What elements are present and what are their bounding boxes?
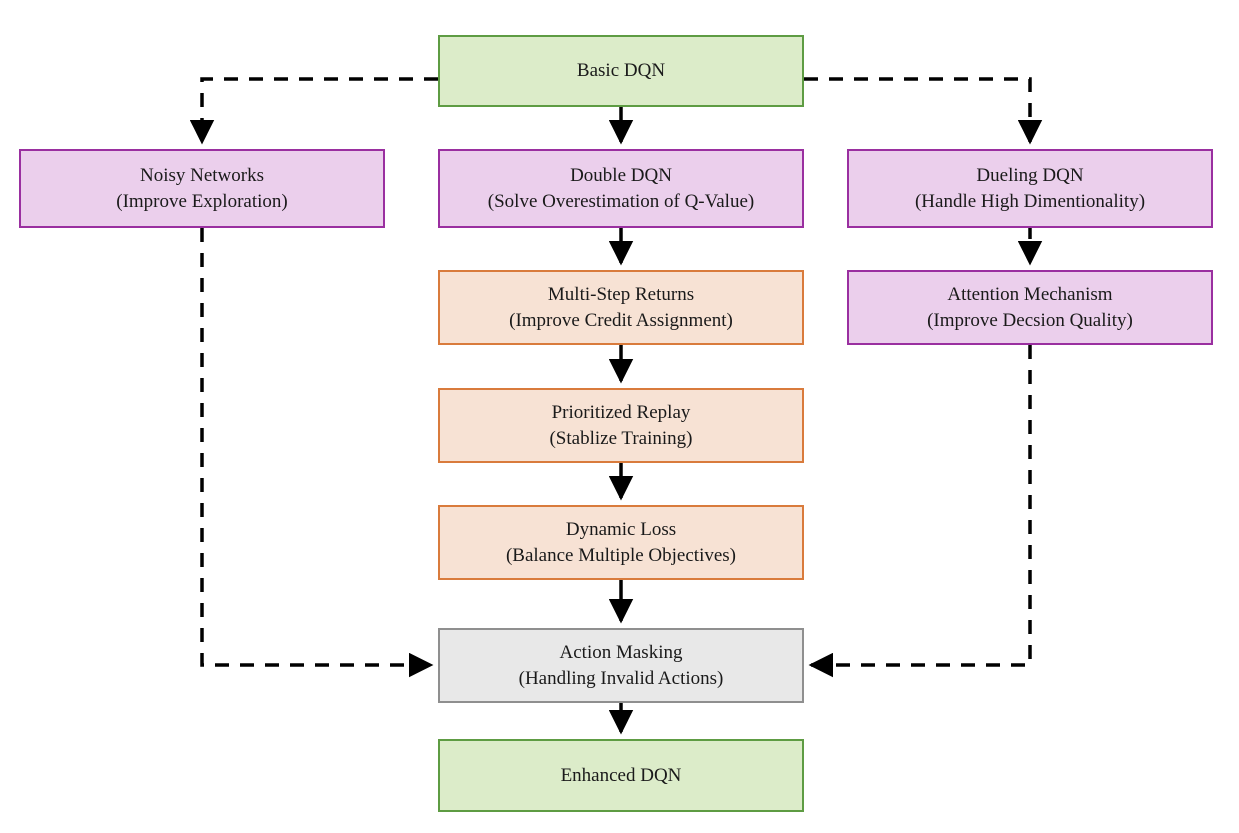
node-prioritized-replay[interactable]: Prioritized Replay (Stablize Training) bbox=[438, 388, 804, 463]
node-attention-mechanism[interactable]: Attention Mechanism (Improve Decsion Qua… bbox=[847, 270, 1213, 345]
node-action-masking-subtitle: (Handling Invalid Actions) bbox=[518, 667, 724, 689]
node-multi-step-returns-title: Multi-Step Returns bbox=[547, 284, 695, 306]
node-double-dqn[interactable]: Double DQN (Solve Overestimation of Q-Va… bbox=[438, 149, 804, 228]
node-dynamic-loss-title: Dynamic Loss bbox=[565, 519, 677, 541]
node-action-masking[interactable]: Action Masking (Handling Invalid Actions… bbox=[438, 628, 804, 703]
edge-basic-to-dueling bbox=[804, 77, 1043, 145]
node-action-masking-title: Action Masking bbox=[559, 642, 683, 664]
node-noisy-networks-subtitle: (Improve Exploration) bbox=[116, 190, 288, 212]
node-noisy-networks-title: Noisy Networks bbox=[139, 165, 265, 187]
node-multi-step-returns[interactable]: Multi-Step Returns (Improve Credit Assig… bbox=[438, 270, 804, 345]
node-double-dqn-subtitle: (Solve Overestimation of Q-Value) bbox=[487, 190, 755, 212]
node-attention-mechanism-subtitle: (Improve Decsion Quality) bbox=[927, 309, 1133, 331]
node-basic-dqn[interactable]: Basic DQN bbox=[438, 35, 804, 107]
node-multi-step-returns-subtitle: (Improve Credit Assignment) bbox=[509, 309, 733, 331]
node-dynamic-loss-subtitle: (Balance Multiple Objectives) bbox=[505, 544, 737, 566]
node-dynamic-loss[interactable]: Dynamic Loss (Balance Multiple Objective… bbox=[438, 505, 804, 580]
node-dueling-dqn[interactable]: Dueling DQN (Handle High Dimentionality) bbox=[847, 149, 1213, 228]
node-double-dqn-title: Double DQN bbox=[570, 165, 672, 187]
node-prioritized-replay-title: Prioritized Replay bbox=[551, 402, 691, 424]
node-basic-dqn-title: Basic DQN bbox=[576, 60, 666, 82]
node-dueling-dqn-subtitle: (Handle High Dimentionality) bbox=[914, 190, 1146, 212]
edge-noisy-to-masking bbox=[200, 228, 434, 678]
edge-basic-to-noisy bbox=[189, 77, 438, 145]
edge-attention-to-masking bbox=[808, 345, 1032, 678]
node-noisy-networks[interactable]: Noisy Networks (Improve Exploration) bbox=[19, 149, 385, 228]
node-prioritized-replay-subtitle: (Stablize Training) bbox=[549, 427, 693, 449]
node-attention-mechanism-title: Attention Mechanism bbox=[947, 284, 1113, 306]
node-dueling-dqn-title: Dueling DQN bbox=[976, 165, 1084, 187]
node-enhanced-dqn[interactable]: Enhanced DQN bbox=[438, 739, 804, 812]
node-enhanced-dqn-title: Enhanced DQN bbox=[560, 764, 682, 786]
